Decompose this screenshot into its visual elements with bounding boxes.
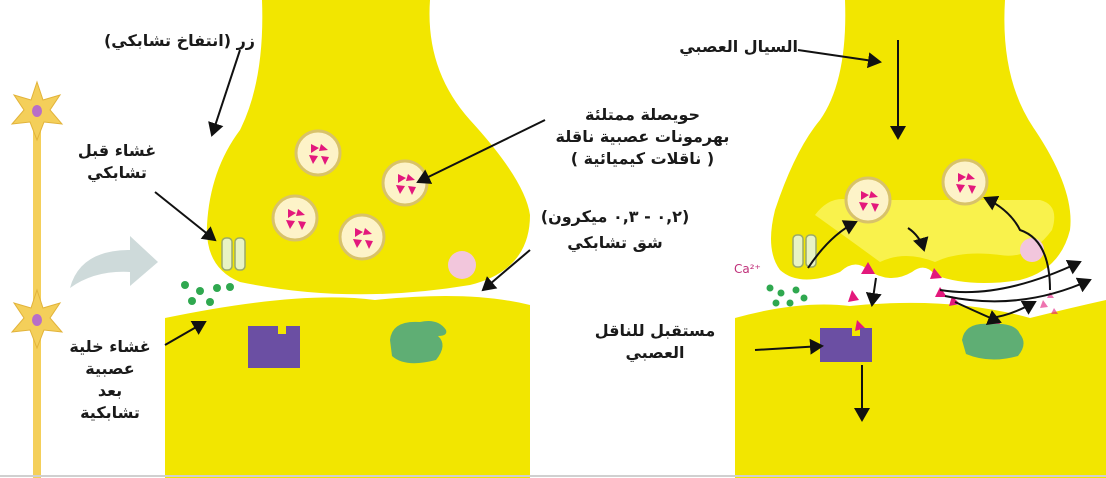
postsynaptic-line-1: غشاء خلية [55,336,165,358]
curved-arrow-icon [70,236,158,288]
vesicle-line-3: ( ناقلات كيميائية ) [530,148,755,170]
receptor-purple [820,328,872,362]
pump-icon [1020,238,1044,262]
vesicle-icon [296,131,340,175]
calcium-ion-label: Ca²⁺ [734,258,761,280]
receptor-green [390,321,446,363]
vesicle-icon [943,160,987,204]
right-synapse [735,0,1106,478]
receptor-label: مستقبل للناقل العصبي [570,320,740,364]
synaptic-cleft-label: شق تشابكي [530,232,700,254]
vesicle-icon [340,215,384,259]
cleft-size-label: (٠,٢ - ٠,٣ ميكرون) [515,206,715,228]
calcium-ions [181,281,234,306]
vesicle-icon [273,196,317,240]
postsynaptic-cell [735,300,1106,478]
receptor-line-2: العصبي [570,342,740,364]
receptor-line-1: مستقبل للناقل [570,320,740,342]
presynaptic-membrane-line-2: تشابكي [62,162,172,184]
vesicle-line-2: بهرمونات عصبية ناقلة [530,126,755,148]
presynaptic-membrane-label: غشاء قبل تشابكي [62,140,172,184]
vesicle-line-1: حويصلة ممتلئة [530,104,755,126]
presynaptic-membrane-line-1: غشاء قبل [62,140,172,162]
vesicle-icon [846,178,890,222]
pump-icon [448,251,476,279]
receptor-green [962,324,1024,360]
nerve-impulse-label: السيال العصبي [608,36,798,58]
vesicle-icon [383,161,427,205]
postsynaptic-line-3: بعد [55,380,165,402]
postsynaptic-line-2: عصبية [55,358,165,380]
postsynaptic-line-4: تشابكية [55,402,165,424]
bouton-label: زر (انتفاخ تشابكي) [25,30,255,52]
vesicle-label: حويصلة ممتلئة بهرمونات عصبية ناقلة ( ناق… [530,104,755,170]
calcium-ions [767,285,808,307]
left-synapse [165,0,530,478]
postsynaptic-membrane-label: غشاء خلية عصبية بعد تشابكية [55,336,165,424]
receptor-purple [248,326,300,368]
